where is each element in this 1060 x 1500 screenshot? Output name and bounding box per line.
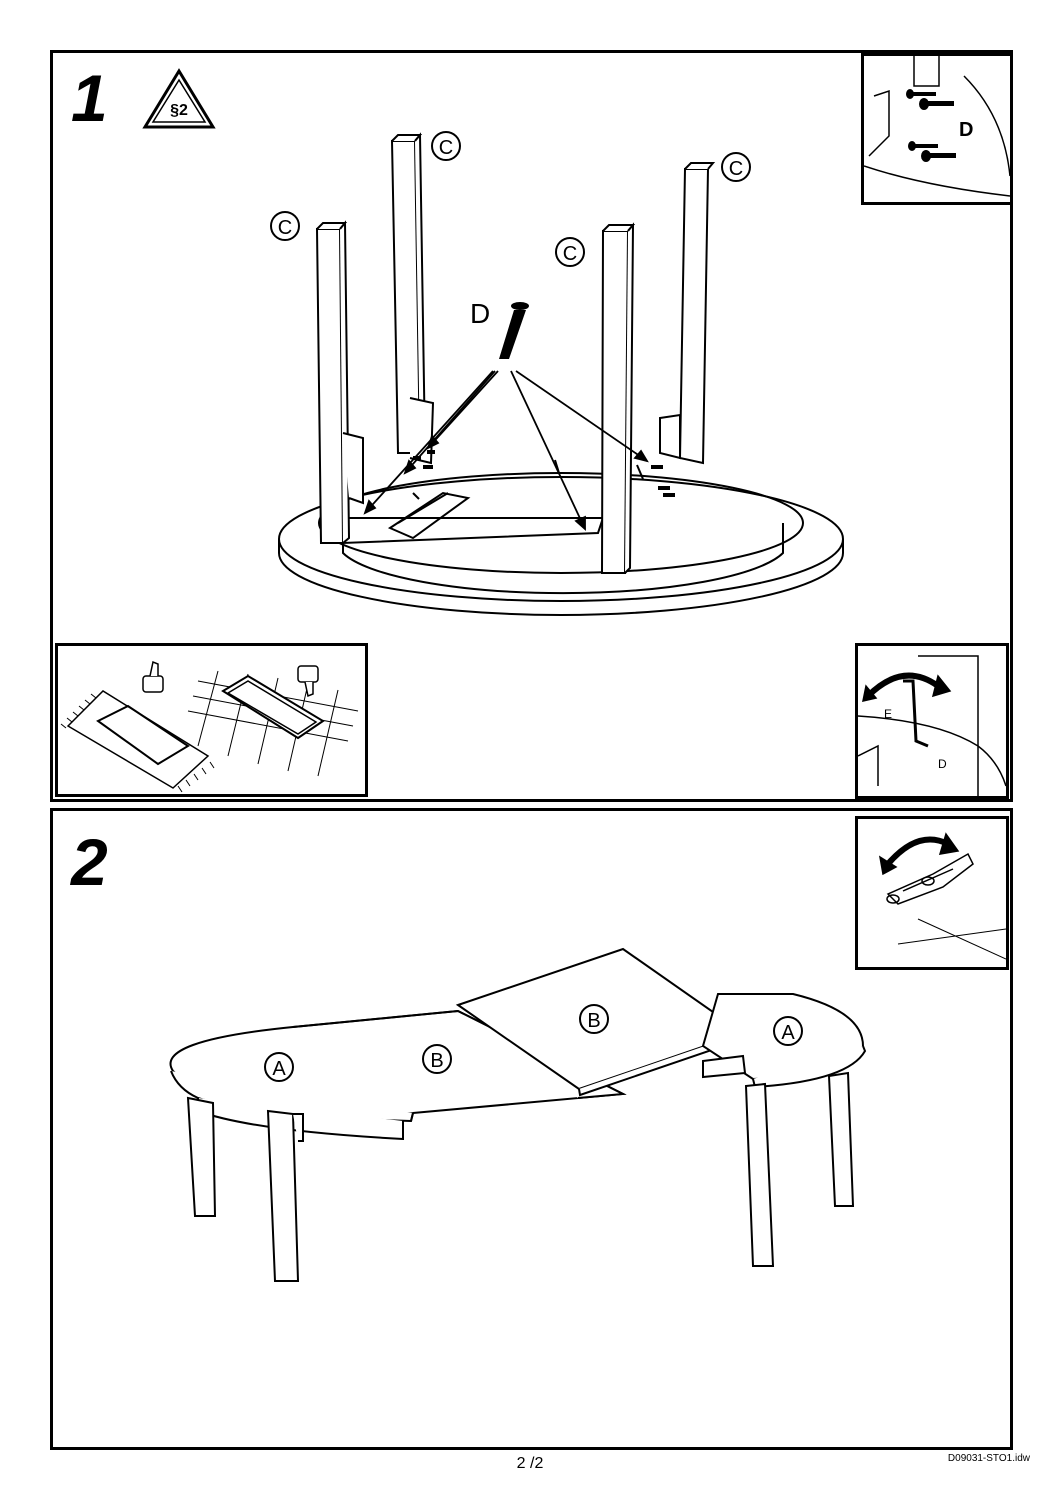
rotate-arrow-icon <box>862 672 952 702</box>
table-top-underside <box>278 459 844 616</box>
screw-label: D <box>470 298 490 329</box>
extended-tabletop <box>169 947 867 1123</box>
table-legs <box>186 1054 855 1282</box>
rotate-arrow-icon <box>878 832 960 876</box>
allen-key-label: E <box>884 707 892 721</box>
part-c-label: C <box>555 237 585 267</box>
inset-latch-detail <box>855 816 1009 970</box>
part-a-label-left: A <box>264 1052 294 1082</box>
part-b-label-center: B <box>422 1044 452 1074</box>
inset-surface-protection <box>55 643 368 797</box>
inset-screw-detail: D <box>861 53 1013 205</box>
screw-label-small: D <box>938 757 947 771</box>
inset-screw-label: D <box>959 119 973 141</box>
thumbs-down-icon <box>297 665 319 698</box>
svg-text:C: C <box>278 217 292 239</box>
step-2-number: 2 <box>71 825 108 899</box>
svg-text:B: B <box>430 1050 443 1072</box>
screw-d-icon: D <box>470 298 529 359</box>
part-c-label: C <box>270 211 300 241</box>
apron-screws <box>413 450 675 497</box>
step-1-number: 1 <box>71 61 108 135</box>
svg-text:A: A <box>272 1058 286 1080</box>
step-2-drawing: A B B A <box>169 947 867 1282</box>
svg-text:A: A <box>781 1022 795 1044</box>
warning-symbol: §2 <box>170 102 188 119</box>
step-2-panel: 2 A <box>50 808 1013 1450</box>
svg-text:C: C <box>729 158 743 180</box>
part-a-label-right: A <box>773 1016 803 1046</box>
svg-text:C: C <box>439 137 453 159</box>
leg-labels: C C C C <box>270 131 751 267</box>
table-legs <box>315 132 716 574</box>
page-number: 2 /2 <box>516 1455 544 1472</box>
warning-triangle-icon: §2 <box>142 68 216 129</box>
svg-text:B: B <box>587 1010 600 1032</box>
svg-text:C: C <box>563 243 577 265</box>
inset-allen-key-detail: E D <box>855 643 1009 799</box>
thumbs-up-icon <box>142 660 164 693</box>
document-code: D09031-STO1.idw <box>947 1453 1030 1464</box>
step-1-panel: 1 §2 <box>50 50 1013 802</box>
part-b-label-leaf: B <box>579 1004 609 1034</box>
latch-icon <box>886 852 974 905</box>
part-c-label: C <box>431 131 461 161</box>
direction-arrows <box>363 370 649 532</box>
part-c-label: C <box>721 152 751 182</box>
part-labels: A B B A <box>264 1004 803 1082</box>
step-1-drawing: §2 <box>142 68 844 616</box>
